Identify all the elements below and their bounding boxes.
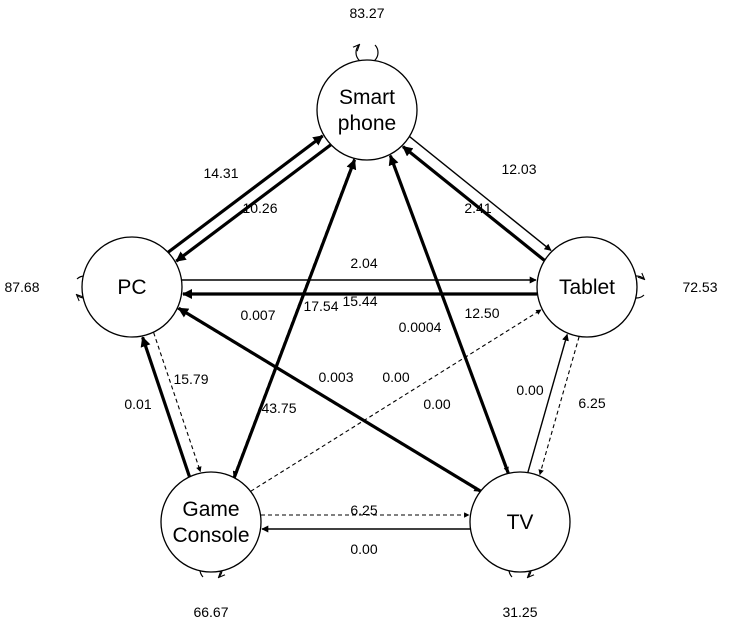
self-loop-label-smartphone: 83.27 (349, 5, 384, 21)
edge-label-gameconsole-to-tv: 0.00 (350, 541, 377, 557)
edge-label-tv-to-tv_pc_extra: 0.00 (423, 396, 450, 412)
edge-gameconsole-to-pc (140, 336, 191, 478)
node-label-smartphone: Smart (339, 86, 395, 109)
edge-label-tv-to-tablet: 6.25 (578, 395, 605, 411)
self-loop-label-pc: 87.68 (4, 279, 39, 295)
edge-label-gameconsole-to-tablet: 0.00 (382, 369, 409, 385)
edge-label-pc-to-gameconsole: 0.01 (124, 396, 151, 412)
node-circle-tablet (536, 236, 638, 338)
self-loop-label-gameconsole: 66.67 (193, 604, 228, 620)
edge-tablet-to-smartphone (401, 145, 546, 262)
edge-label-pc-to-smartphone: 10.26 (242, 200, 277, 216)
node-label-smartphone: phone (338, 112, 396, 135)
node-label-gameconsole: Console (172, 524, 249, 547)
edge-tablet-to-tv (538, 336, 580, 476)
node-tablet: Tablet (536, 236, 638, 338)
node-label-tv: TV (507, 511, 534, 534)
edge-gameconsole-to-smartphone (232, 158, 357, 478)
edge-label-tv-to-pc: 43.75 (261, 400, 296, 416)
edge-label-gameconsole-to-smartphone: 17.54 (303, 298, 338, 314)
edge-label-tv-to-smartphone: 12.50 (464, 305, 499, 321)
node-pc: PC (81, 236, 183, 338)
node-circle-gameconsole (160, 471, 262, 573)
edges-layer (140, 134, 580, 533)
node-smartphone: Smart phone (316, 59, 418, 161)
node-label-gameconsole: Game (182, 498, 239, 521)
edge-smartphone-to-tablet (409, 136, 552, 251)
edge-label-tablet-to-smartphone: 12.03 (501, 161, 536, 177)
node-circle-smartphone (316, 59, 418, 161)
edge-label-pc-to-tablet: 2.04 (350, 255, 377, 271)
edge-tv-to-pc (177, 306, 482, 493)
edge-label-tablet-to-tv: 0.00 (516, 382, 543, 398)
node-tv: TV (469, 471, 571, 573)
edge-label-gameconsole-to-pc: 15.79 (173, 371, 208, 387)
edge-tv-to-tablet (527, 333, 569, 473)
self-loop-label-tv: 31.25 (502, 604, 537, 620)
edge-label-smartphone-to-tv: 0.0004 (399, 319, 442, 335)
edge-label-smartphone-to-tablet: 2.41 (464, 200, 491, 216)
self-loop-label-tablet: 72.53 (682, 279, 717, 295)
node-label-tablet: Tablet (559, 276, 615, 299)
edge-label-smartphone-to-pc: 14.31 (203, 165, 238, 181)
edge-label-tablet-to-pc: 15.44 (342, 293, 377, 309)
edge-gameconsole-to-tablet (250, 309, 542, 492)
edge-tv-to-smartphone (388, 154, 510, 474)
edge-label-smartphone-to-gameconsole: 0.007 (240, 307, 275, 323)
edge-smartphone-to-pc (175, 143, 332, 263)
node-circle-tv (469, 471, 571, 573)
edge-label-tv-to-gameconsole: 6.25 (350, 502, 377, 518)
edge-label-pc-to-tv: 0.003 (318, 369, 353, 385)
edge-labels-layer: 14.31 10.26 2.41 12.03 2.04 15.44 0.007 17.54 0.… (4, 5, 717, 620)
node-circle-pc (81, 236, 183, 338)
node-label-pc: PC (117, 276, 146, 299)
edge-pc-to-smartphone (167, 134, 324, 254)
edge-pc-to-gameconsole (153, 332, 202, 473)
